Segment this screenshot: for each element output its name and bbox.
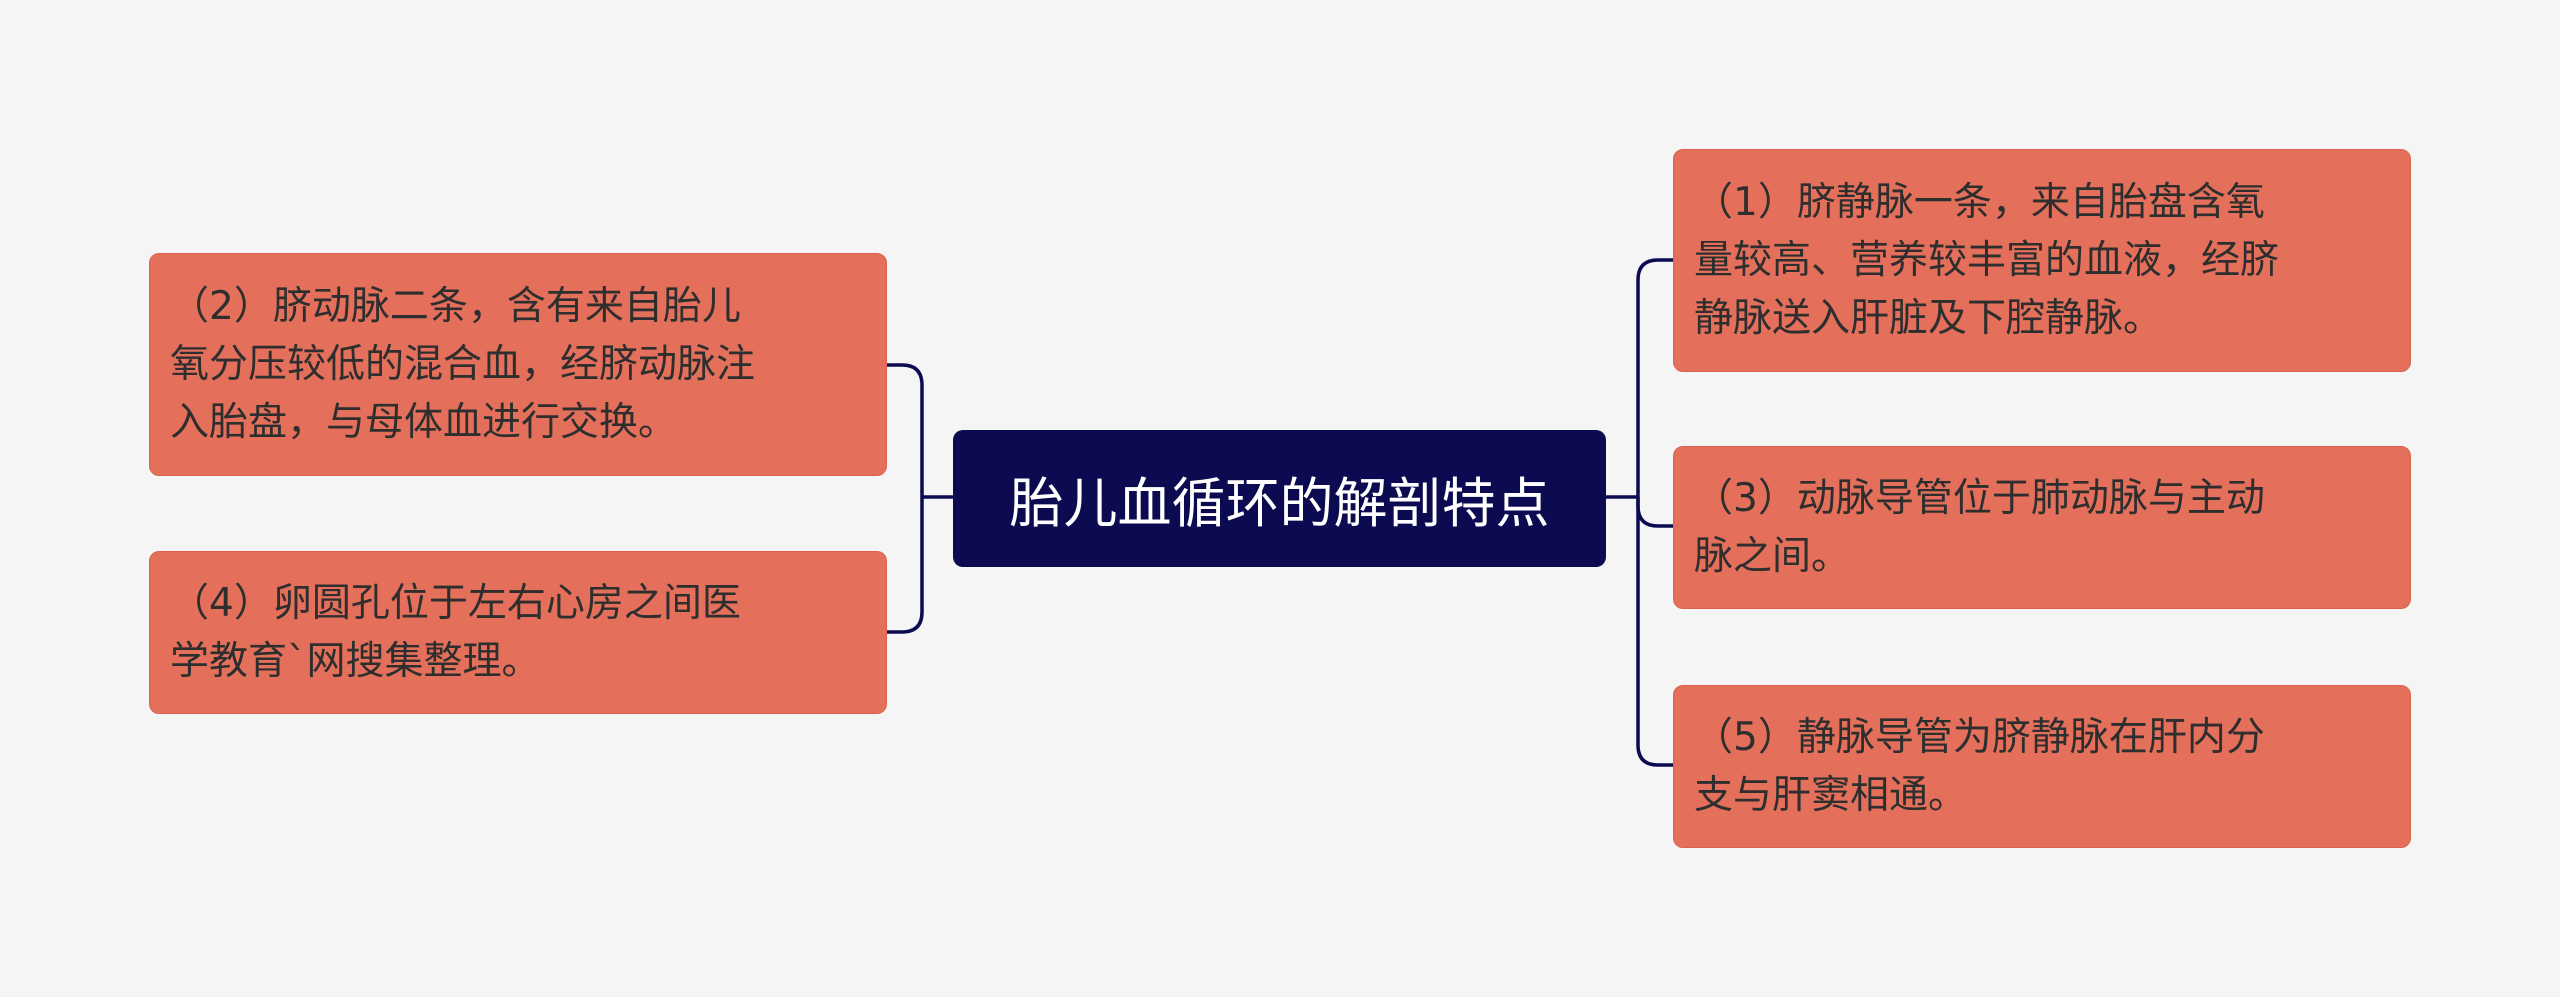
central-topic[interactable]: 胎儿血循环的解剖特点 xyxy=(953,430,1606,567)
connector-right-node-3 xyxy=(1636,497,1673,528)
connector-left-node-2 xyxy=(887,363,924,497)
branch-node-4[interactable]: （4）卵圆孔位于左右心房之间医 学教育`网搜集整理。 xyxy=(149,551,887,714)
branch-node-5-text: （5）静脉导管为脐静脉在肝内分 支与肝窦相通。 xyxy=(1694,714,2265,818)
connector-left-node-4 xyxy=(887,497,924,634)
branch-node-3[interactable]: （3）动脉导管位于肺动脉与主动 脉之间。 xyxy=(1673,446,2411,609)
branch-node-1-text: （1）脐静脉一条，来自胎盘含氧 量较高、营养较丰富的血液，经脐 静脉送入肝脏及下… xyxy=(1694,179,2280,341)
branch-node-4-text: （4）卵圆孔位于左右心房之间医 学教育`网搜集整理。 xyxy=(170,580,741,684)
connector-right-node-5 xyxy=(1636,497,1673,767)
connector-right-node-1 xyxy=(1636,258,1673,497)
branch-node-1[interactable]: （1）脐静脉一条，来自胎盘含氧 量较高、营养较丰富的血液，经脐 静脉送入肝脏及下… xyxy=(1673,149,2411,372)
branch-node-5[interactable]: （5）静脉导管为脐静脉在肝内分 支与肝窦相通。 xyxy=(1673,685,2411,848)
branch-node-2-text: （2）脐动脉二条，含有来自胎儿 氧分压较低的混合血，经脐动脉注 入胎盘，与母体血… xyxy=(170,283,756,445)
branch-node-2[interactable]: （2）脐动脉二条，含有来自胎儿 氧分压较低的混合血，经脐动脉注 入胎盘，与母体血… xyxy=(149,253,887,476)
branch-node-3-text: （3）动脉导管位于肺动脉与主动 脉之间。 xyxy=(1694,475,2265,579)
central-topic-label: 胎儿血循环的解剖特点 xyxy=(1009,472,1550,535)
